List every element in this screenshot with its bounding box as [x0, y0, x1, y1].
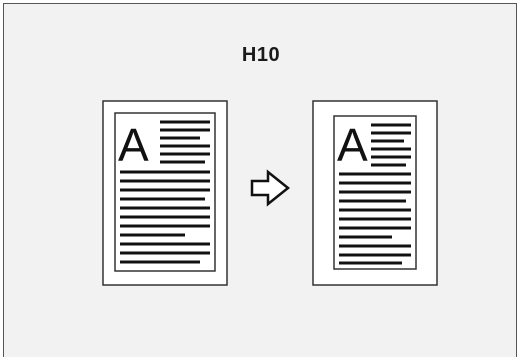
after-page-glyph: A	[337, 119, 368, 171]
before-page: A	[102, 100, 228, 286]
after-page-text-lines	[339, 123, 411, 265]
diagram-title: H10	[241, 44, 281, 66]
before-page-text-lines	[120, 120, 210, 264]
after-page: A	[312, 100, 438, 286]
right-arrow-icon	[250, 169, 291, 207]
before-page-glyph: A	[118, 119, 149, 171]
